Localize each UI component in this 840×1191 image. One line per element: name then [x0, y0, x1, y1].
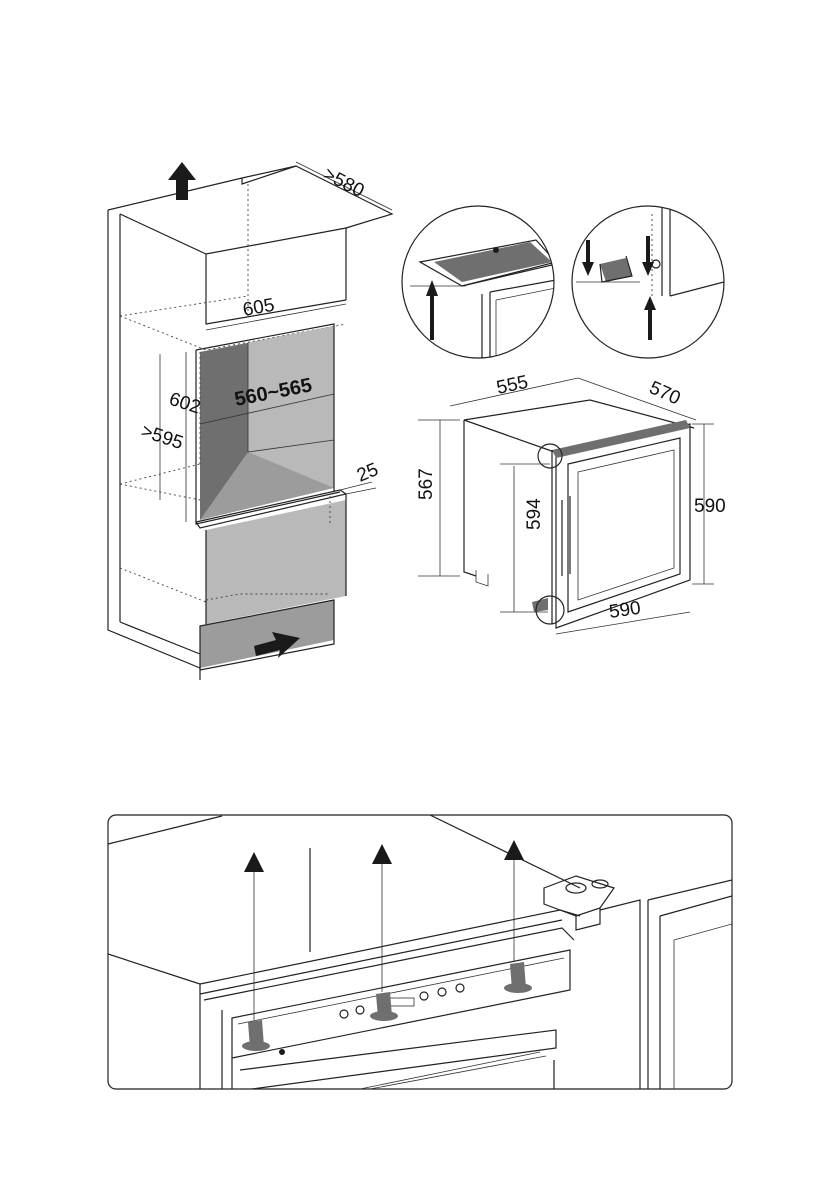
- up-arrow-icon: [426, 280, 438, 340]
- niche-drawing: [108, 162, 392, 680]
- dim-cabinet-height: 567: [416, 468, 437, 500]
- screw-icon: [242, 1020, 270, 1051]
- dim-inner-height: 602: [166, 389, 203, 419]
- screw-installation-panel: [108, 815, 732, 1094]
- down-arrow-icon: [582, 240, 594, 276]
- dim-plinth: 25: [354, 459, 381, 486]
- dim-appliance-depth: 570: [646, 377, 684, 409]
- detail-top-hinge: [402, 206, 556, 360]
- dim-door-height: 594: [524, 498, 545, 530]
- dim-total-height: 590: [694, 496, 726, 517]
- screw-icon: [504, 962, 532, 993]
- up-arrow-icon: [244, 852, 264, 872]
- dim-ventilation-depth: >580: [320, 164, 368, 202]
- dim-min-height: >595: [138, 421, 185, 454]
- dim-niche-width: 605: [241, 295, 276, 321]
- up-arrow-icon: [644, 296, 656, 340]
- appliance-drawing: [418, 378, 714, 634]
- up-arrow-icon: [372, 844, 392, 864]
- dim-appliance-width: 555: [495, 372, 530, 399]
- detail-bottom-hinge: [572, 206, 724, 358]
- dim-door-width: 590: [608, 598, 642, 623]
- up-arrow-icon: [504, 840, 524, 860]
